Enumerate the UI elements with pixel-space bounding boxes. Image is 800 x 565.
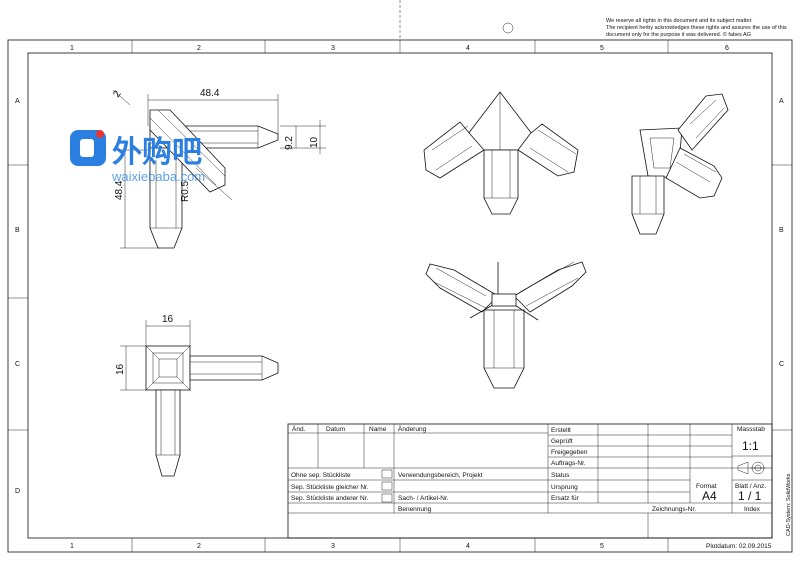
dim-side-length: 48.4 (114, 180, 125, 200)
name-label: Benennung (398, 506, 432, 513)
col-3-bottom: 3 (331, 543, 335, 550)
bom-checkbox-other[interactable] (381, 493, 393, 503)
notice-line-3: document only for the purpose it was del… (606, 31, 751, 38)
approval-replaces: Ersatz für (551, 495, 580, 502)
drawing-no-label: Zeichnungs-Nr. (652, 506, 696, 513)
row-c-left: C (15, 361, 20, 368)
notice-line-2: The recipient herby acknowledges these r… (606, 25, 787, 31)
usage-label: Verwendungsbereich, Projekt (398, 472, 483, 479)
sheet-label: Blatt / Anz. (735, 483, 766, 490)
row-d-left: D (15, 488, 20, 495)
col-3-top: 3 (331, 45, 335, 52)
punch-hole-icon (502, 22, 514, 34)
format-value: A4 (702, 489, 717, 503)
notice-line-1: We reserve all rights in this document a… (606, 18, 753, 24)
dim-chamfer: 2 (111, 88, 123, 99)
approval-created: Erstellt (551, 427, 571, 434)
row-a-left: A (15, 98, 20, 105)
col-6-top: 6 (725, 45, 729, 52)
approval-released: Freigegeben (551, 449, 588, 456)
inner-frame (27, 52, 773, 539)
scale-value: 1:1 (742, 439, 759, 453)
bom-checkbox-same[interactable] (381, 481, 393, 491)
dim-height-inner: 9.2 (284, 136, 295, 150)
plot-date: Plotdatum: 02.09.2015 (706, 543, 772, 550)
rev-header-change-no: Änd. (292, 425, 306, 433)
rev-header-date: Datum (326, 426, 345, 433)
approval-status: Status (551, 472, 570, 479)
watermark-url: waixiebaba.com (111, 169, 205, 184)
col-2-top: 2 (197, 45, 201, 52)
iso-view-1 (423, 91, 579, 215)
dim-top-length: 48.4 (200, 88, 220, 99)
watermark-logo: 外购吧 waixiebaba.com (70, 130, 205, 184)
bom-option-other: Sep. Stückliste anderer Nr. (291, 495, 369, 502)
dim-width-side: 16 (115, 363, 126, 375)
approval-order-no: Auftrags-Nr. (551, 460, 586, 467)
watermark-text: 外购吧 (112, 135, 202, 170)
row-b-right: B (779, 227, 784, 234)
title-block: Änd. Datum Name Änderung Ohne sep. Stück… (287, 423, 773, 539)
bom-checkbox-none[interactable] (381, 469, 393, 479)
sheet-value: 1 / 1 (738, 489, 762, 503)
iso-view-2 (631, 93, 729, 235)
dim-radius: R0.5 (180, 180, 191, 202)
top-view: 16 16 (115, 314, 279, 477)
col-2-bottom: 2 (197, 543, 201, 550)
dim-height-outer: 10 (309, 136, 320, 148)
bom-option-none: Ohne sep. Stückliste (291, 472, 351, 479)
col-5-top: 5 (600, 45, 604, 52)
article-label: Sach- / Artikel-Nr. (398, 495, 449, 502)
row-b-left: B (15, 227, 20, 234)
index-label: Index (744, 506, 761, 513)
front-view: 48.4 2 9.2 10 48.4 R0.5 (111, 88, 326, 249)
dim-width-top: 16 (162, 314, 174, 325)
approval-checked: Geprüft (551, 438, 573, 445)
row-c-right: C (779, 361, 784, 368)
iso-view-3 (425, 261, 587, 389)
scale-label: Massstab (737, 426, 765, 433)
col-4-bottom: 4 (466, 543, 470, 550)
col-1-bottom: 1 (70, 543, 74, 550)
col-5-bottom: 5 (600, 543, 604, 550)
row-a-right: A (779, 98, 784, 105)
projection-symbol-icon (737, 461, 766, 475)
format-label: Format (696, 483, 717, 490)
rev-header-change: Änderung (398, 425, 427, 433)
col-4-top: 4 (466, 45, 470, 52)
bom-option-same: Sep. Stückliste gleicher Nr. (291, 484, 369, 491)
approval-origin: Ursprung (551, 484, 578, 491)
cad-system-label: CAD-System: SolidWorks (786, 473, 792, 536)
col-1-top: 1 (70, 45, 74, 52)
rev-header-name: Name (369, 426, 387, 433)
